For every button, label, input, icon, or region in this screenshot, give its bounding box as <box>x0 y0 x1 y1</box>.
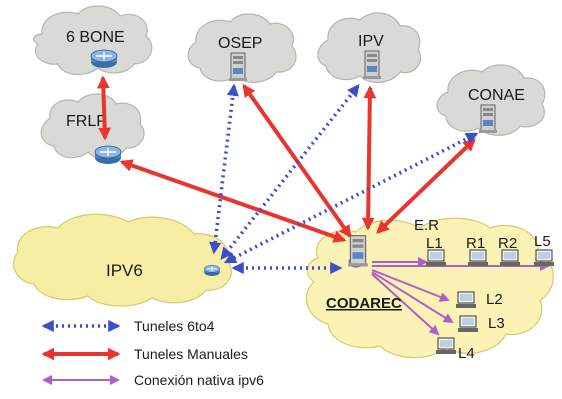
router-icon-ipv6 <box>203 264 221 277</box>
label-frlp: FRLP <box>66 113 107 130</box>
workstation-icon-r2 <box>499 249 521 267</box>
workstation-icon-l3 <box>457 315 479 333</box>
label-node-l1: L1 <box>426 235 443 252</box>
manual-tunnel-bone-frlp <box>96 75 112 141</box>
tunnels-6to4 <box>209 83 479 275</box>
legend-label-6to4: Tuneles 6to4 <box>134 318 215 334</box>
manual-tunnel-ipv-codarec <box>361 85 377 231</box>
native-link-l2 <box>371 269 450 302</box>
label-node-l3: L3 <box>488 315 505 332</box>
legend: Tuneles 6to4 Tuneles Manuales Conexión n… <box>41 318 264 388</box>
cloud-6bone <box>33 5 153 75</box>
cloud-conae <box>436 64 546 136</box>
server-icon-osep <box>228 52 248 82</box>
tunnel-6to4-conae-ipv6 <box>223 132 479 264</box>
tunnel-6to4-osep-ipv6 <box>209 83 239 255</box>
cloud-frlp <box>40 93 145 159</box>
router-icon-frlp <box>94 145 122 165</box>
workstation-icon-l4 <box>435 337 457 355</box>
manual-tunnels <box>96 75 476 243</box>
workstation-icon-r1 <box>467 249 489 267</box>
server-icon-conae <box>478 104 498 134</box>
label-node-r1: R1 <box>466 235 485 252</box>
label-node-r2: R2 <box>498 235 517 252</box>
workstation-icon-l5 <box>533 249 555 267</box>
server-icon-codarec <box>347 235 369 268</box>
label-er: E.R <box>414 217 439 234</box>
cloud-osep <box>187 13 297 83</box>
legend-label-manual: Tuneles Manuales <box>134 346 248 362</box>
native-link-l4 <box>371 273 440 336</box>
workstation-icon-l2 <box>455 291 477 309</box>
router-icon-6bone <box>90 49 118 69</box>
label-ipv: IPV <box>358 33 384 50</box>
cloud-ipv <box>317 12 422 83</box>
legend-label-native: Conexión nativa ipv6 <box>134 372 264 388</box>
label-ipv6: IPV6 <box>106 261 143 280</box>
label-osep: OSEP <box>218 35 262 52</box>
workstation-icon-l1 <box>425 249 447 267</box>
label-6bone: 6 BONE <box>66 29 125 46</box>
label-node-l5: L5 <box>534 233 551 250</box>
native-link-l3 <box>371 271 454 324</box>
label-node-l2: L2 <box>486 291 503 308</box>
label-node-l4: L4 <box>458 345 475 362</box>
label-codarec: CODAREC <box>326 295 402 312</box>
server-icon-ipv <box>362 50 382 80</box>
label-conae: CONAE <box>468 87 525 104</box>
